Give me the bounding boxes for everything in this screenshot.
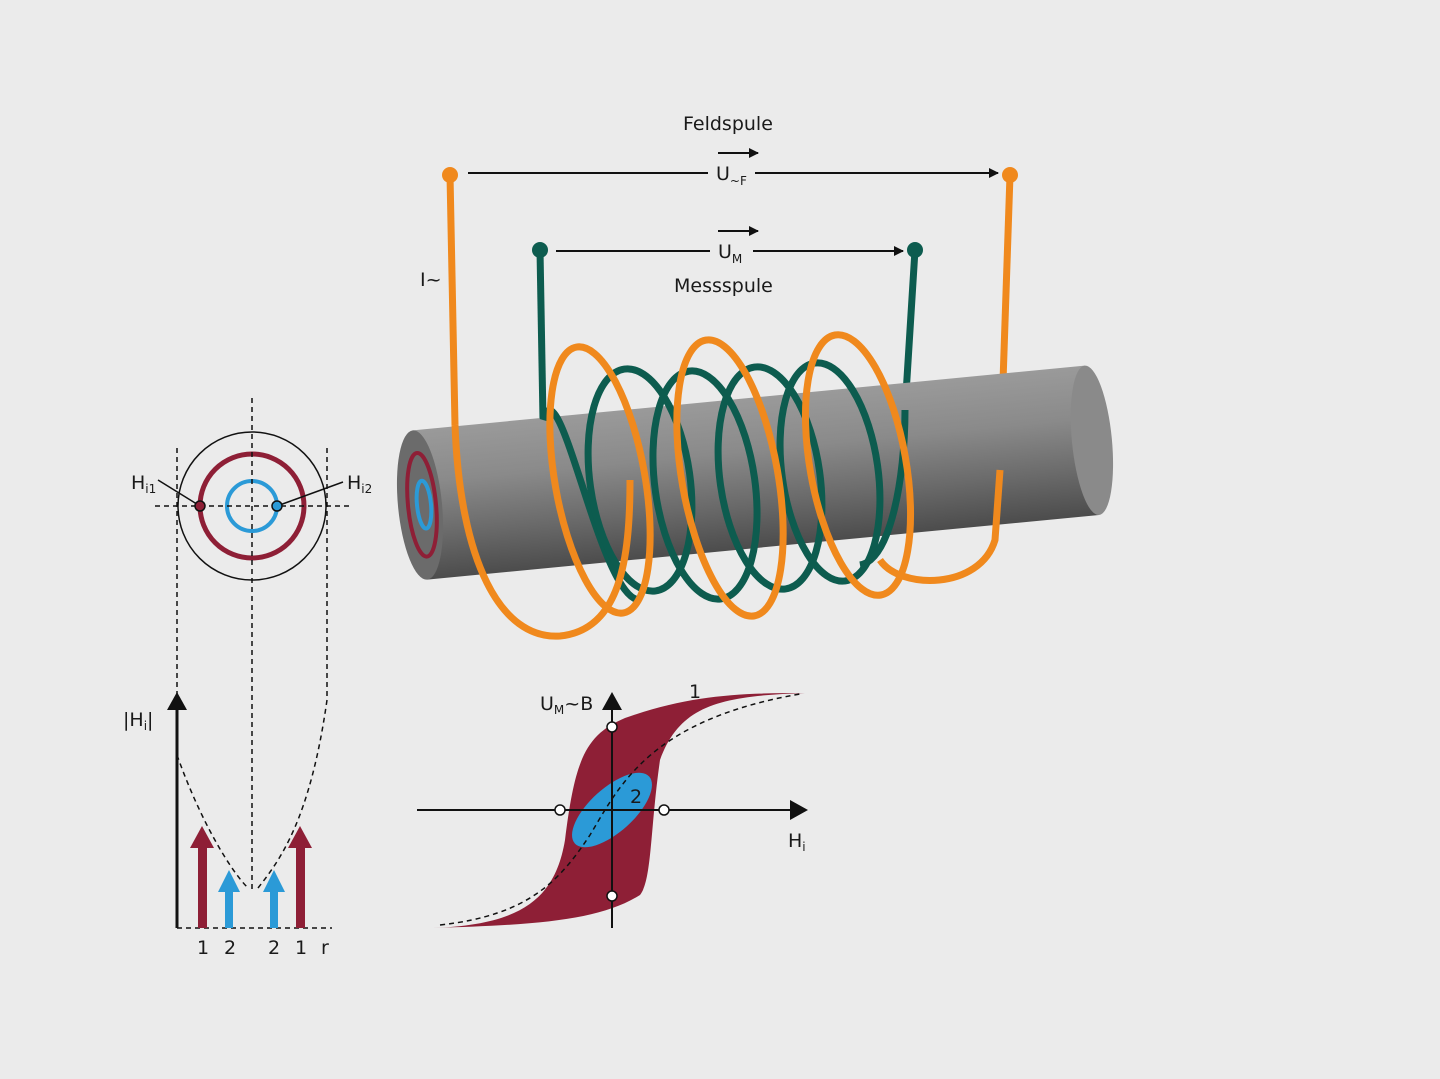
field-coil-terminal-left: [442, 167, 458, 183]
current-label: I~: [420, 269, 442, 291]
x-tick-4: 1: [295, 937, 307, 959]
inner-field-arrow-right: [263, 870, 285, 928]
field-voltage-arrow: [468, 148, 999, 178]
outer-field-arrow-left: [190, 826, 214, 928]
field-coil-terminal-right: [1002, 167, 1018, 183]
field-coil-label: Feldspule: [683, 113, 773, 135]
h-i1-label: Hi1: [131, 472, 156, 496]
x-tick-2: 2: [224, 937, 236, 959]
cross-section: [155, 398, 350, 890]
measuring-voltage-arrow: [556, 226, 904, 256]
measuring-voltage-label: UM: [718, 241, 742, 266]
measuring-coil-label: Messspule: [674, 275, 773, 297]
rod-end-outer-ring: [405, 451, 439, 559]
hysteresis-y-label: UM~B: [540, 693, 593, 717]
x-tick-1: 1: [197, 937, 209, 959]
outer-field-arrow-right: [288, 826, 312, 928]
x-tick-3: 2: [268, 937, 280, 959]
field-profile-plot: [167, 692, 332, 929]
measuring-coil-terminal-right: [907, 242, 923, 258]
measuring-coil-terminal-left: [532, 242, 548, 258]
rod-end-inner-ring: [414, 478, 434, 531]
field-coil: [451, 331, 1004, 640]
hysteresis-plot: [417, 692, 808, 928]
field-profile-y-label: |Hi|: [123, 709, 153, 733]
inner-field-arrow-left: [218, 870, 240, 928]
loop-2-label: 2: [630, 786, 642, 808]
h-i2-label: Hi2: [347, 472, 372, 496]
field-voltage-label: U~F: [716, 163, 747, 188]
hysteresis-x-label: Hi: [788, 830, 806, 854]
field-profile-x-label: r: [321, 937, 329, 959]
loop-1-label: 1: [689, 681, 701, 703]
